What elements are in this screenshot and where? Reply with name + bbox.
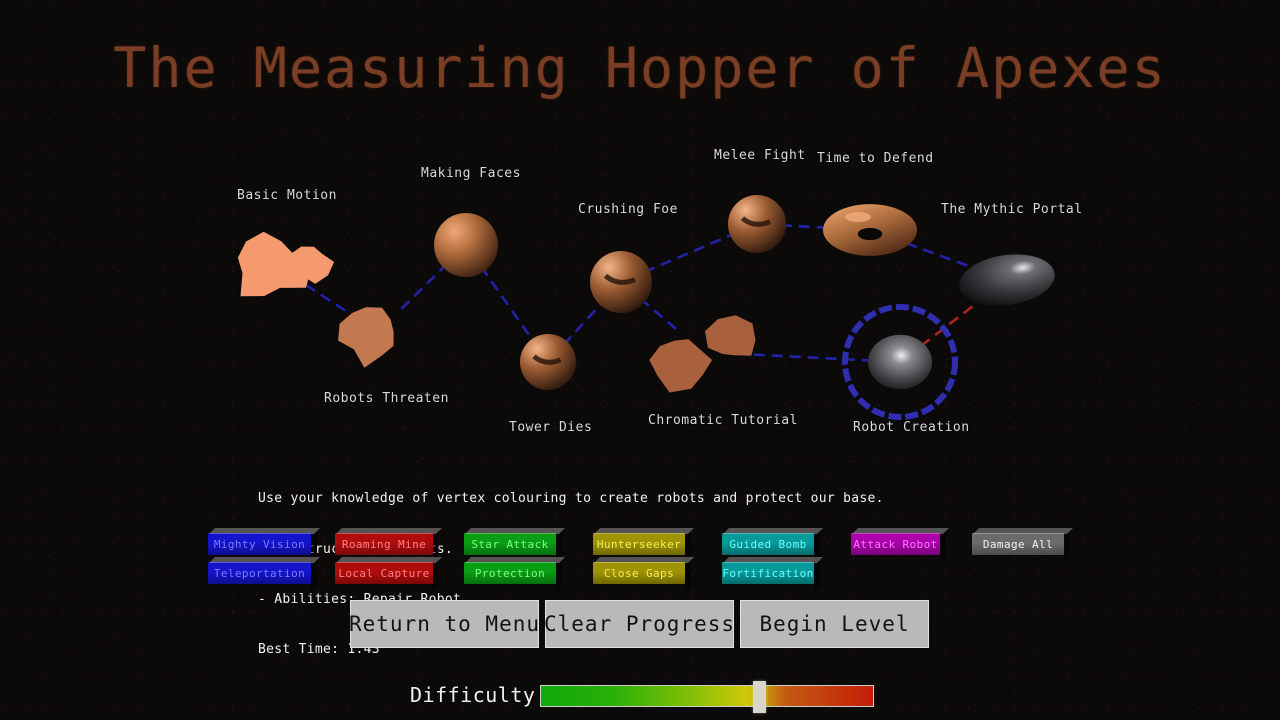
begin-level-button[interactable]: Begin Level: [740, 600, 929, 648]
ability-button-label: Protection: [474, 566, 546, 580]
difficulty-slider-handle[interactable]: [752, 681, 766, 713]
ability-button-label: Fortification: [722, 566, 814, 580]
ability-button-label: Damage All: [982, 537, 1054, 551]
ability-button-label: Teleportation: [213, 566, 306, 580]
level-node-label[interactable]: The Mythic Portal: [941, 202, 1083, 217]
level-node[interactable]: [728, 195, 786, 253]
clear-progress-button[interactable]: Clear Progress: [544, 600, 734, 648]
level-link: [639, 297, 679, 332]
level-node-label[interactable]: Chromatic Tutorial: [648, 413, 798, 428]
ability-column: Attack Robot: [851, 533, 940, 562]
level-node[interactable]: [823, 204, 917, 256]
description-line-1: Use your knowledge of vertex colouring t…: [258, 491, 884, 507]
ability-button[interactable]: Guided Bomb: [722, 533, 814, 555]
level-node-shapes: [237, 195, 1058, 421]
selected-level-ring: [841, 303, 959, 421]
level-link: [400, 262, 449, 310]
ability-button[interactable]: Fortification: [722, 562, 814, 584]
level-link: [905, 241, 971, 268]
ability-button[interactable]: Local Capture: [335, 562, 433, 584]
level-link: [479, 265, 536, 344]
level-link: [562, 299, 605, 346]
ability-button[interactable]: Protection: [464, 562, 556, 584]
level-node[interactable]: [841, 303, 959, 421]
level-map-graphics: [237, 195, 1058, 421]
ability-button-label: Close Gaps: [603, 566, 675, 580]
level-node[interactable]: [434, 213, 498, 277]
difficulty-control: Difficulty:: [0, 680, 1280, 716]
level-node-label[interactable]: Crushing Foe: [578, 202, 678, 217]
level-link: [780, 223, 832, 230]
ability-button-label: Star Attack: [471, 537, 549, 551]
level-link: [305, 283, 352, 316]
ability-button-label: Local Capture: [338, 566, 430, 580]
level-node[interactable]: [956, 249, 1058, 312]
level-node-label[interactable]: Time to Defend: [817, 151, 934, 166]
difficulty-label: Difficulty:: [410, 683, 548, 707]
level-node-label[interactable]: Robot Creation: [853, 420, 970, 435]
level-node[interactable]: [590, 251, 652, 313]
level-node[interactable]: [338, 307, 394, 368]
ability-button[interactable]: Damage All: [972, 533, 1064, 555]
page-title: The Measuring Hopper of Apexes: [113, 36, 1167, 100]
level-link: [735, 352, 874, 362]
ability-button[interactable]: Close Gaps: [593, 562, 685, 584]
ability-button-label: Roaming Mine: [341, 537, 427, 551]
return-to-menu-button[interactable]: Return to Menu: [349, 600, 539, 648]
level-node-label[interactable]: Melee Fight: [714, 148, 806, 163]
ability-button-label: Hunterseeker: [596, 537, 682, 551]
level-node[interactable]: [237, 231, 335, 297]
level-link: [643, 232, 736, 274]
level-node-label[interactable]: Making Faces: [421, 166, 521, 181]
level-connection-lines: [305, 223, 977, 362]
ability-button[interactable]: Teleportation: [208, 562, 311, 584]
level-link: [920, 302, 977, 348]
ability-button[interactable]: Attack Robot: [851, 533, 940, 555]
ability-button[interactable]: Hunterseeker: [593, 533, 685, 555]
difficulty-slider-track[interactable]: [540, 681, 874, 713]
ability-button-label: Mighty Vision: [213, 537, 306, 551]
level-node[interactable]: [520, 334, 576, 390]
level-node-label[interactable]: Robots Threaten: [324, 391, 449, 406]
ability-button-label: Attack Robot: [853, 537, 938, 551]
level-node-label[interactable]: Basic Motion: [237, 188, 337, 203]
ability-button[interactable]: Star Attack: [464, 533, 556, 555]
ability-button-label: Guided Bomb: [729, 537, 807, 551]
level-node[interactable]: [649, 315, 756, 393]
ability-button[interactable]: Roaming Mine: [335, 533, 433, 555]
ability-button[interactable]: Mighty Vision: [208, 533, 311, 555]
ability-column: Damage All: [972, 533, 1064, 562]
level-node-label[interactable]: Tower Dies: [509, 420, 593, 435]
